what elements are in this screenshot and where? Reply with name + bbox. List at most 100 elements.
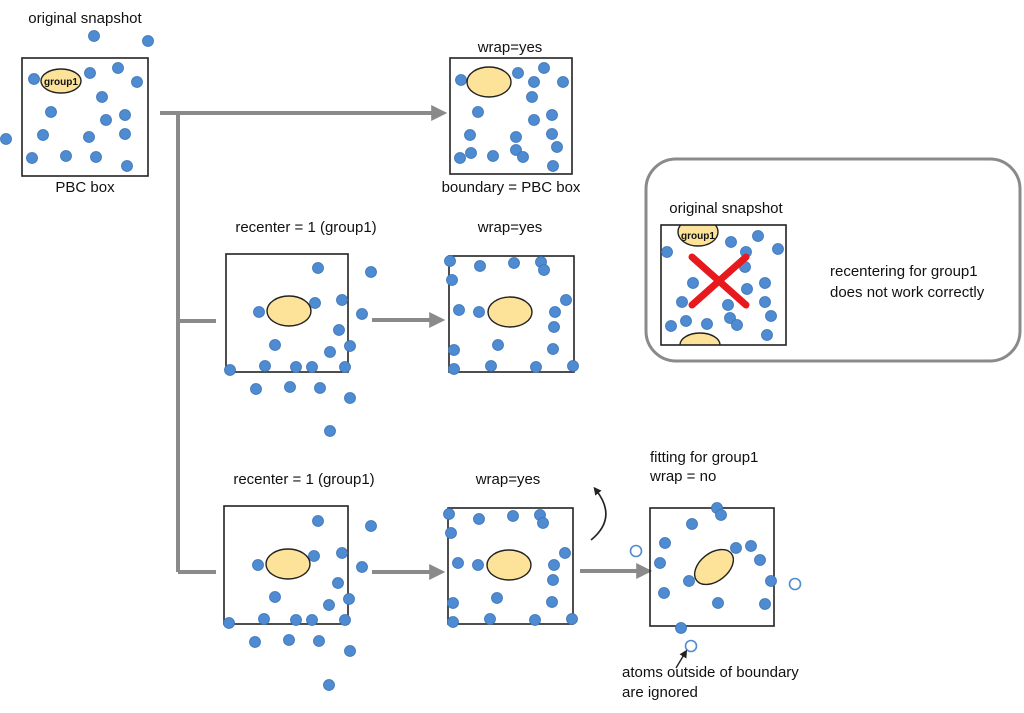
connectors bbox=[160, 105, 653, 580]
atoms-original bbox=[0, 30, 154, 172]
atom bbox=[336, 547, 348, 559]
group1-label: group1 bbox=[44, 77, 78, 88]
atom bbox=[772, 243, 784, 255]
atom bbox=[455, 74, 467, 86]
group1-ellipse bbox=[466, 66, 512, 98]
group1-ellipse bbox=[266, 295, 312, 327]
fitting-panel: fitting for group1 wrap = no atoms out bbox=[622, 449, 802, 701]
atom bbox=[284, 381, 296, 393]
atom bbox=[324, 425, 336, 437]
atom bbox=[759, 296, 771, 308]
group1-ellipse bbox=[40, 68, 82, 94]
atom bbox=[365, 520, 377, 532]
atom bbox=[528, 76, 540, 88]
atoms-recenter-middle bbox=[224, 262, 377, 437]
wrap-top-box bbox=[449, 57, 573, 175]
atom bbox=[484, 613, 496, 625]
atom bbox=[444, 255, 456, 267]
atoms-wrap-bottom bbox=[443, 508, 578, 628]
atom bbox=[665, 320, 677, 332]
fitting-title-line1: fitting for group1 bbox=[650, 449, 758, 466]
atom bbox=[547, 160, 559, 172]
atom bbox=[741, 283, 753, 295]
atom bbox=[344, 392, 356, 404]
atom bbox=[745, 540, 757, 552]
atom bbox=[566, 613, 578, 625]
pbc-box-label: PBC box bbox=[55, 179, 115, 196]
atom bbox=[454, 152, 466, 164]
atom bbox=[731, 319, 743, 331]
atom bbox=[252, 559, 264, 571]
atom bbox=[308, 550, 320, 562]
cross-icon bbox=[688, 253, 750, 309]
atom bbox=[356, 308, 368, 320]
atom bbox=[487, 150, 499, 162]
atom bbox=[538, 62, 550, 74]
outside-atom bbox=[788, 577, 802, 591]
fitting-title-line2: wrap = no bbox=[649, 468, 716, 485]
atom bbox=[722, 299, 734, 311]
atoms-outside-boundary bbox=[629, 544, 802, 653]
atom bbox=[332, 577, 344, 589]
atom bbox=[687, 277, 699, 289]
atom bbox=[447, 616, 459, 628]
outside-atom bbox=[684, 639, 698, 653]
atom bbox=[224, 364, 236, 376]
atom bbox=[507, 510, 519, 522]
atom bbox=[547, 343, 559, 355]
wrap-bottom-panel: wrap=yes bbox=[443, 471, 607, 628]
atom bbox=[119, 109, 131, 121]
atom bbox=[712, 597, 724, 609]
original-snapshot-title: original snapshot bbox=[28, 10, 142, 27]
atom bbox=[356, 561, 368, 573]
atom bbox=[306, 361, 318, 373]
atom bbox=[447, 597, 459, 609]
atom bbox=[686, 518, 698, 530]
atom bbox=[339, 614, 351, 626]
atom bbox=[119, 128, 131, 140]
atom bbox=[37, 129, 49, 141]
atom bbox=[560, 294, 572, 306]
atom bbox=[472, 559, 484, 571]
group1-ellipse bbox=[693, 548, 735, 586]
atom bbox=[269, 339, 281, 351]
wrap-top-panel: wrap=yes boundary = PBC box bbox=[442, 39, 581, 196]
atom bbox=[443, 508, 455, 520]
wrap-bottom-title: wrap=yes bbox=[475, 471, 541, 488]
wrap-top-title: wrap=yes bbox=[477, 39, 543, 56]
atom bbox=[253, 306, 265, 318]
atom bbox=[313, 635, 325, 647]
atom bbox=[464, 129, 476, 141]
pointer-arrow-icon bbox=[675, 649, 688, 669]
atom bbox=[473, 513, 485, 525]
atom bbox=[530, 361, 542, 373]
atom bbox=[559, 547, 571, 559]
atom bbox=[344, 645, 356, 657]
atom bbox=[654, 557, 666, 569]
atom bbox=[45, 106, 57, 118]
atom bbox=[90, 151, 102, 163]
group1-label: group1 bbox=[681, 231, 715, 242]
atom bbox=[314, 382, 326, 394]
atom bbox=[26, 152, 38, 164]
recenter-bottom-title: recenter = 1 (group1) bbox=[233, 471, 374, 488]
atom bbox=[512, 67, 524, 79]
atom bbox=[323, 679, 335, 691]
atom bbox=[343, 593, 355, 605]
atom bbox=[724, 312, 736, 324]
recenter-middle-box bbox=[225, 253, 349, 373]
callout-title: original snapshot bbox=[669, 200, 783, 217]
atom bbox=[546, 596, 558, 608]
atom bbox=[759, 277, 771, 289]
atom bbox=[448, 344, 460, 356]
atom bbox=[333, 324, 345, 336]
group1-ellipse-wrapped bbox=[679, 332, 721, 345]
atom bbox=[465, 147, 477, 159]
group1-ellipse bbox=[486, 549, 532, 581]
pbc-box bbox=[21, 57, 149, 177]
atom bbox=[548, 321, 560, 333]
atom bbox=[96, 91, 108, 103]
atom bbox=[312, 262, 324, 274]
atom bbox=[446, 274, 458, 286]
